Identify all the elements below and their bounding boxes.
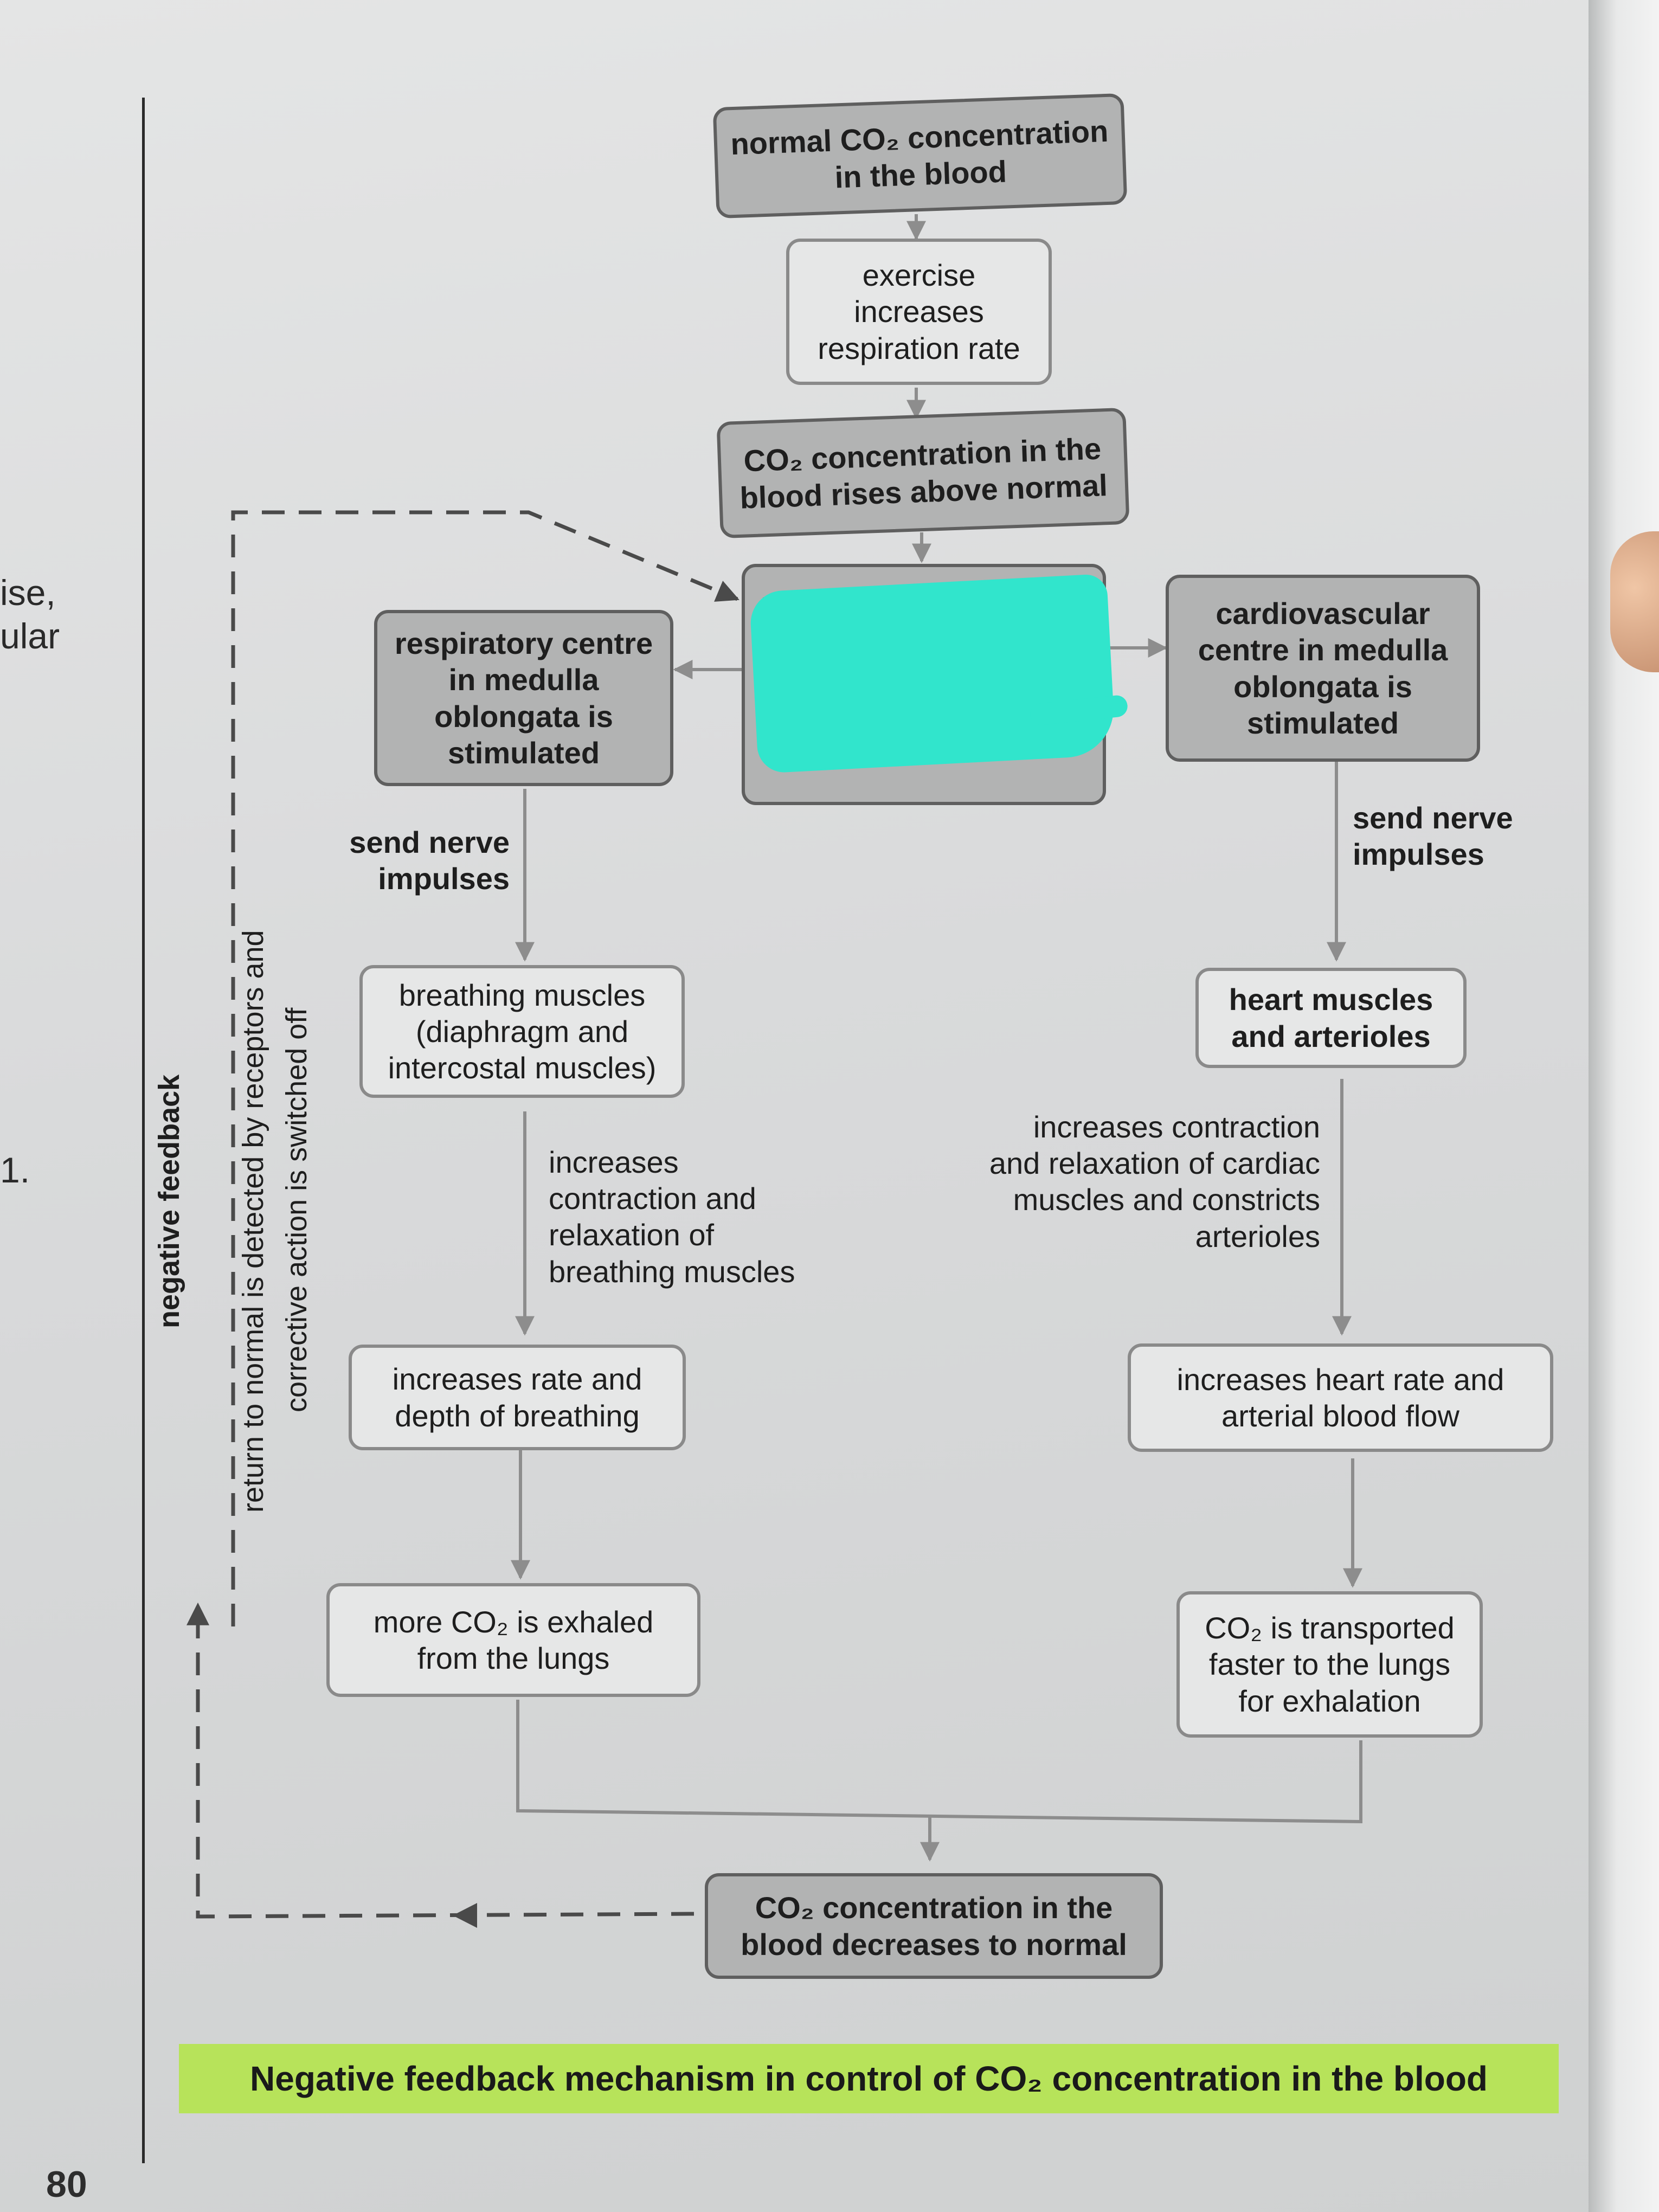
co2-decreases-box: CO₂ concentration in the blood decreases… <box>705 1873 1163 1979</box>
co2-exhaled-text: more CO₂ is exhaled from the lungs <box>373 1604 654 1675</box>
cardiovascular-centre-text: cardiovascular centre in medulla oblonga… <box>1198 596 1448 740</box>
co2-transported-text: CO₂ is transported faster to the lungs f… <box>1205 1611 1455 1718</box>
merge-line <box>516 1700 1362 1824</box>
rate-depth-text: increases rate and depth of breathing <box>392 1362 642 1433</box>
co2-decreases-text: CO₂ concentration in the blood decreases… <box>741 1891 1127 1962</box>
rate-depth-box: increases rate and depth of breathing <box>349 1345 686 1450</box>
respiratory-centre-text: respiratory centre in medulla oblongata … <box>394 626 653 770</box>
breathing-muscles-text: breathing muscles (diaphragm and interco… <box>388 978 657 1085</box>
respiratory-centre-box: respiratory centre in medulla oblongata … <box>374 610 673 786</box>
breathing-muscles-box: breathing muscles (diaphragm and interco… <box>359 965 685 1098</box>
send-impulses-left-label: send nerve impulses <box>349 825 510 896</box>
side-fragment-2: ular <box>0 616 60 656</box>
feedback-mid-arrow <box>453 1903 477 1928</box>
heart-muscles-text: heart muscles and arterioles <box>1229 982 1433 1053</box>
negative-feedback-label: negative feedback <box>153 1074 185 1328</box>
feedback-note-line2: corrective action is switched off <box>280 1007 313 1412</box>
co2-transported-box: CO₂ is transported faster to the lungs f… <box>1176 1591 1483 1738</box>
heart-muscles-box: heart muscles and arterioles <box>1195 968 1467 1068</box>
finger <box>1610 531 1659 672</box>
normal-co2-text: normal CO₂ concentration in the blood <box>730 114 1109 194</box>
exercise-box: exercise increases respiration rate <box>786 239 1052 385</box>
co2-rises-box: CO₂ concentration in the blood rises abo… <box>716 407 1130 539</box>
contraction-left-label: increases contraction and relaxation of … <box>549 1145 795 1289</box>
feedback-note-line1: return to normal is detected by receptor… <box>237 930 269 1513</box>
side-fragment-1: ise, <box>0 573 56 613</box>
figure-caption: Negative feedback mechanism in control o… <box>179 2044 1559 2113</box>
side-fragment-3: 1. <box>0 1150 30 1190</box>
redaction-scribble <box>749 573 1116 774</box>
heart-rate-box: increases heart rate and arterial blood … <box>1128 1343 1553 1452</box>
page-number: 80 <box>46 2164 87 2205</box>
page-edge <box>1589 0 1659 2212</box>
normal-co2-box: normal CO₂ concentration in the blood <box>712 93 1128 219</box>
contraction-right-label: increases contraction and relaxation of … <box>989 1110 1320 1253</box>
exercise-text: exercise increases respiration rate <box>818 258 1020 365</box>
co2-exhaled-box: more CO₂ is exhaled from the lungs <box>326 1583 700 1697</box>
feedback-loop-top <box>231 510 740 1626</box>
feedback-loop-bottom <box>187 1602 695 1919</box>
co2-rises-text: CO₂ concentration in the blood rises abo… <box>739 431 1108 515</box>
cardiovascular-centre-box: cardiovascular centre in medulla oblonga… <box>1166 575 1480 762</box>
margin-line <box>142 98 145 2163</box>
heart-rate-text: increases heart rate and arterial blood … <box>1176 1362 1504 1433</box>
send-impulses-right-label: send nerve impulses <box>1353 801 1513 872</box>
